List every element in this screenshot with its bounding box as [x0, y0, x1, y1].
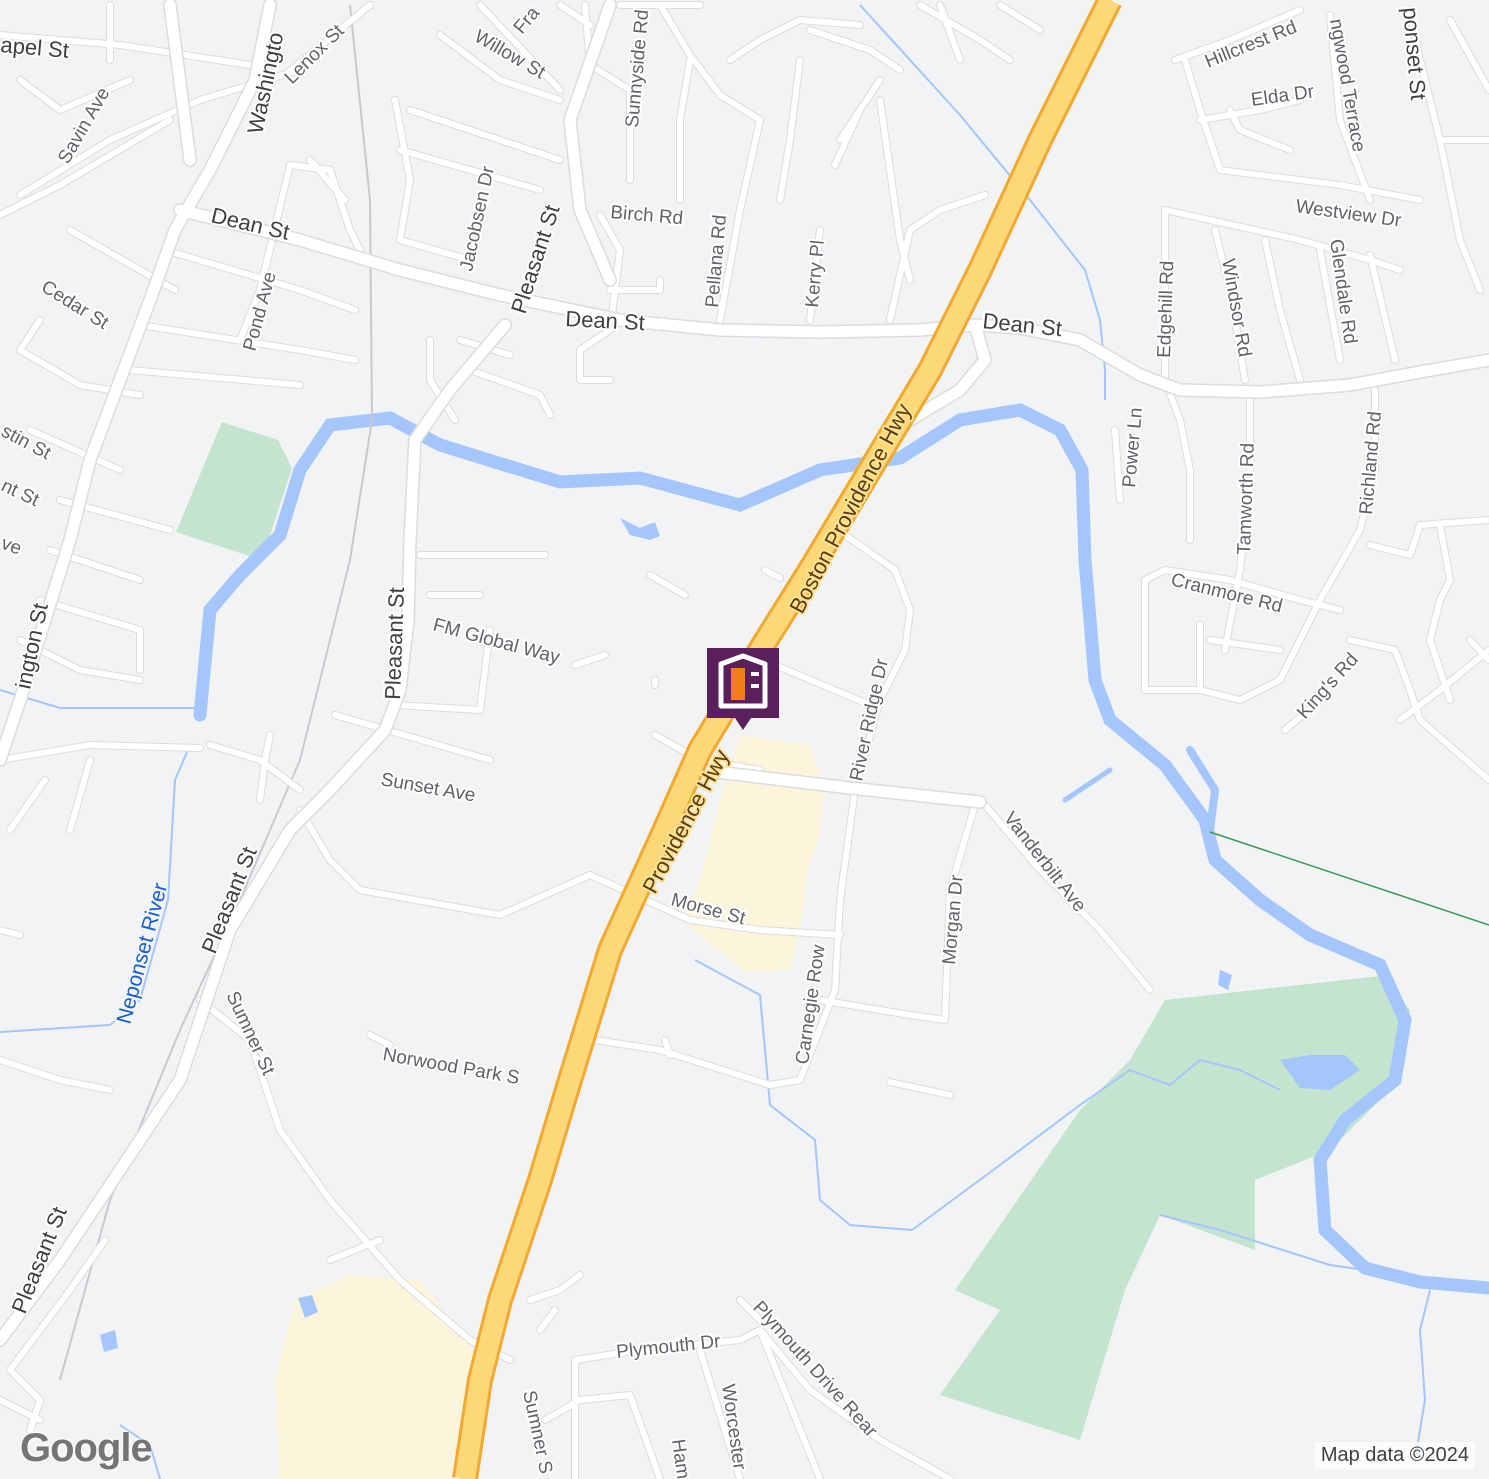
commercial-area — [683, 735, 825, 972]
street-label: Edgehill Rd — [1154, 260, 1178, 358]
river — [1062, 767, 1113, 803]
major-roads[interactable] — [0, 0, 1489, 1346]
trail — [1209, 831, 1489, 926]
stream — [119, 1424, 161, 1479]
street-label: Dean St — [565, 306, 646, 335]
park-area — [176, 422, 292, 560]
pond — [100, 1330, 118, 1352]
google-logo: Google — [20, 1426, 153, 1470]
stream — [1414, 1289, 1431, 1461]
map-attribution: Map data ©2024 — [1314, 1442, 1475, 1469]
street-label: Tamworth Rd — [1234, 443, 1259, 556]
commercial-area — [275, 1275, 480, 1479]
street-label: Pleasant St — [380, 587, 409, 700]
location-marker[interactable] — [707, 648, 779, 730]
pond — [620, 518, 660, 540]
river — [193, 403, 1489, 1295]
park-area — [940, 976, 1410, 1440]
stream — [859, 4, 1106, 400]
river — [1186, 746, 1220, 834]
stream — [0, 744, 191, 1033]
stream — [1159, 1214, 1366, 1271]
pond — [1218, 970, 1232, 990]
stream — [694, 959, 1281, 1232]
providence-highway-fill — [455, 0, 1119, 1479]
storage-facility-icon — [718, 653, 768, 709]
pond — [1280, 1055, 1360, 1090]
pond — [298, 1295, 318, 1318]
